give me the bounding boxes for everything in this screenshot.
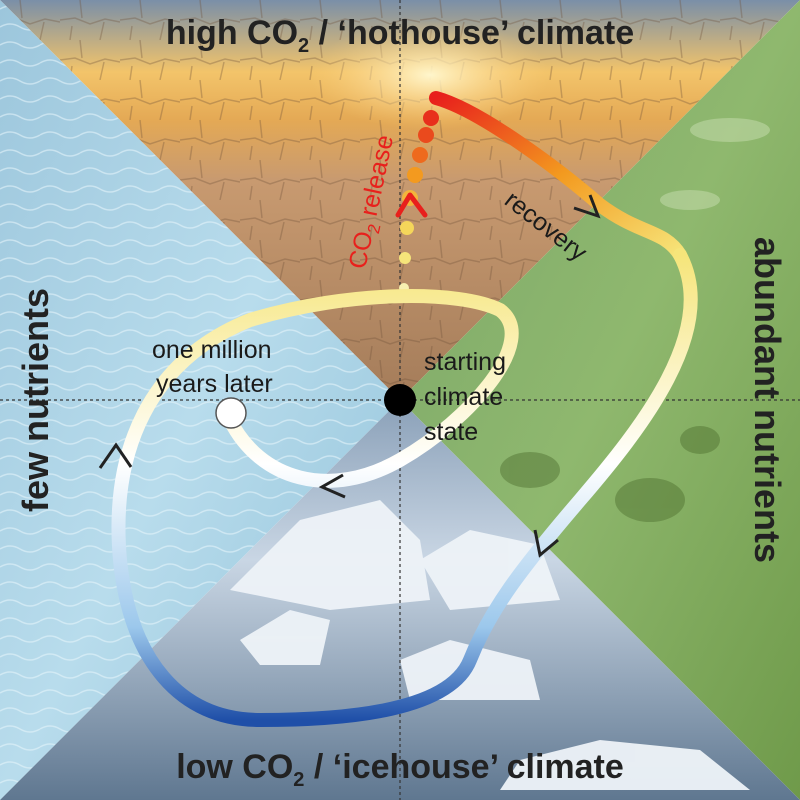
starting-state-line2: climate	[424, 383, 503, 411]
return-arrow	[318, 473, 346, 499]
later-label-line1: one million	[152, 336, 272, 364]
co2-release-arrowhead	[395, 192, 428, 218]
descending-arrow	[533, 529, 559, 558]
end-state-marker	[215, 397, 247, 429]
co2-release-path	[395, 110, 439, 293]
hothouse-title: high CO2 / ‘hothouse’ climate	[166, 14, 634, 57]
sun-glow	[310, 20, 550, 130]
recovery-arrow	[573, 194, 601, 219]
icehouse-title: low CO2 / ‘icehouse’ climate	[176, 748, 624, 791]
starting-state-line3: state	[424, 418, 478, 446]
few-nutrients-label: few nutrients	[15, 288, 56, 512]
later-label-line2: years later	[156, 370, 273, 398]
climate-loop-path	[111, 248, 698, 727]
abundant-nutrients-label: abundant nutrients	[747, 237, 788, 563]
starting-state-marker	[384, 384, 416, 416]
icebergs	[230, 500, 750, 790]
ascending-arrow	[98, 442, 133, 469]
starting-state-line1: starting	[424, 348, 506, 376]
